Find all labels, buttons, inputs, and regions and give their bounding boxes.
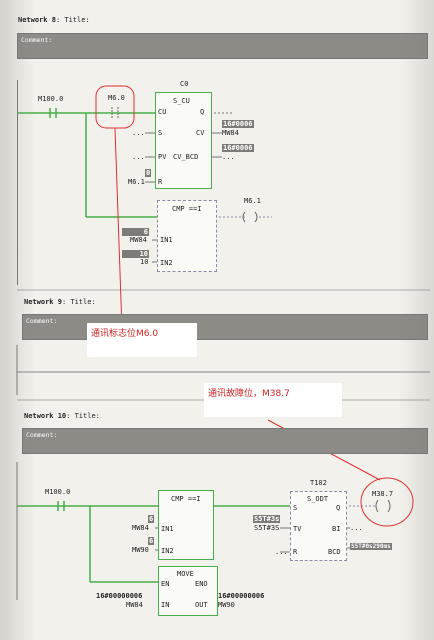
s-cu-r-value: 0	[145, 169, 152, 177]
n10-cmp-in1-value: 6	[148, 515, 155, 523]
n8-contact-m100-0-label: M100.0	[38, 95, 64, 103]
s-odt-tv-value: S5T#3S	[254, 524, 280, 532]
network-8-comment-label: Comment:	[21, 36, 53, 44]
n8-coil-m6-1-label: M6.1	[244, 197, 261, 205]
network-8-title-label: : Title:	[55, 16, 90, 24]
s-odt-tv-highlight: S5T#3s	[253, 515, 281, 523]
s-odt-bcd-value: S5T#0s290ms	[350, 543, 392, 550]
n8-cmp-in2-pin: IN2	[160, 259, 173, 267]
s-odt-r-pin: R	[293, 548, 298, 556]
n10-cmp-block[interactable]: CMP ==I IN1 IN2	[158, 490, 214, 560]
s-odt-q-pin: Q	[336, 504, 341, 512]
n10-cmp-in1-address: MW84	[132, 524, 149, 532]
n10-cmp-in2-address: MW90	[132, 546, 149, 554]
move-out-address: MW90	[218, 601, 235, 609]
s-cu-cu-pin: CU	[158, 108, 167, 116]
s-odt-bi-dots: ...	[350, 524, 363, 532]
network-10-label: Network 10	[24, 412, 67, 420]
n8-cmp-in2-constant: 10	[140, 258, 149, 266]
network-9-comment-label: Comment:	[26, 317, 58, 325]
n8-cmp-in2-value: 10	[122, 250, 149, 258]
s-odt-s-pin: S	[293, 504, 298, 512]
n8-s-cu-block[interactable]: S_CU CU Q S CV PV CV_BCD R	[155, 92, 212, 189]
n10-cmp-in1-pin: IN1	[161, 525, 174, 533]
s-odt-tv-pin: TV	[293, 525, 302, 533]
network-10-header: Network 10: Title:	[24, 412, 100, 420]
s-cu-r-address: M6.1	[128, 178, 145, 186]
network-9-label: Network 9	[24, 298, 62, 306]
move-out-value: 16#00000006	[218, 592, 265, 600]
n8-counter-c0-label: C0	[180, 80, 189, 88]
s-cu-r-pin: R	[158, 178, 163, 186]
network-10-title-label: : Title:	[66, 412, 100, 420]
move-out-pin: OUT	[195, 601, 208, 609]
s-cu-cvbcd-dots: ...	[222, 153, 235, 161]
n8-cmp-block[interactable]: CMP ==I IN1 IN2	[157, 200, 217, 272]
network-9-comment[interactable]: Comment:	[22, 314, 428, 340]
callout-comm-fault-text: 通讯故障位，M38.7	[208, 389, 290, 399]
n10-cmp-title: CMP ==I	[171, 495, 201, 503]
s-odt-r-dots: ...	[275, 548, 288, 556]
network-9-title-label: : Title:	[61, 298, 96, 306]
network-8-header: Network 8: Title:	[18, 16, 90, 24]
n8-cmp-in1-value: 6	[122, 228, 149, 236]
network-9-header: Network 9: Title:	[24, 298, 96, 306]
s-odt-title: S_ODT	[307, 495, 329, 503]
s-cu-cv-value: 16#0006	[222, 120, 254, 128]
s-cu-cv-bcd-pin: CV_BCD	[173, 153, 199, 161]
callout-comm-fault: 通讯故障位，M38.7	[204, 383, 342, 417]
move-in-address: MW84	[126, 601, 143, 609]
n10-contact-m100-0-label: M100.0	[45, 488, 71, 496]
s-cu-s-input-dots: ...	[132, 129, 145, 137]
network-10-comment[interactable]: Comment:	[22, 428, 428, 454]
move-in-pin: IN	[161, 601, 170, 609]
n8-cmp-title: CMP ==I	[172, 205, 202, 213]
s-cu-pv-input-dots: ...	[132, 153, 145, 161]
callout-comm-flag: 通讯标志位M6.0	[87, 323, 197, 357]
n8-contact-m6-0-label: M6.0	[108, 94, 125, 102]
n10-move-block[interactable]: MOVE EN ENO IN OUT	[158, 566, 218, 616]
s-cu-cv-pin: CV	[196, 129, 205, 137]
n8-cmp-in1-address: MW84	[130, 236, 147, 244]
callout-comm-flag-text: 通讯标志位M6.0	[91, 329, 159, 339]
s-cu-cv-address: MW84	[222, 129, 239, 137]
move-en-pin: EN	[161, 580, 170, 588]
s-cu-s-pin: S	[158, 129, 163, 137]
n10-cmp-in2-pin: IN2	[161, 547, 174, 555]
move-eno-pin: ENO	[195, 580, 208, 588]
n10-timer-t102-label: T102	[310, 479, 327, 487]
s-cu-q-pin: Q	[200, 108, 205, 116]
n8-cmp-in1-pin: IN1	[160, 236, 173, 244]
s-cu-title: S_CU	[173, 97, 190, 105]
s-odt-bcd-pin: BCD	[328, 548, 341, 556]
move-title: MOVE	[177, 570, 194, 578]
network-8-power-rail	[17, 80, 18, 285]
network-8-comment[interactable]: Comment:	[17, 33, 428, 59]
move-in-value: 16#00000006	[96, 592, 143, 600]
n10-cmp-in2-value: 6	[148, 537, 155, 545]
s-cu-cvbcd-value: 16#0006	[222, 144, 254, 152]
network-8-label: Network 8	[18, 16, 56, 24]
n10-coil-m38-7-label: M38.7	[372, 490, 394, 498]
network-10-comment-label: Comment:	[26, 431, 58, 439]
n10-s-odt-block[interactable]: S_ODT S Q TV BI R BCD	[290, 491, 347, 561]
s-odt-bi-pin: BI	[332, 525, 341, 533]
s-cu-pv-pin: PV	[158, 153, 167, 161]
